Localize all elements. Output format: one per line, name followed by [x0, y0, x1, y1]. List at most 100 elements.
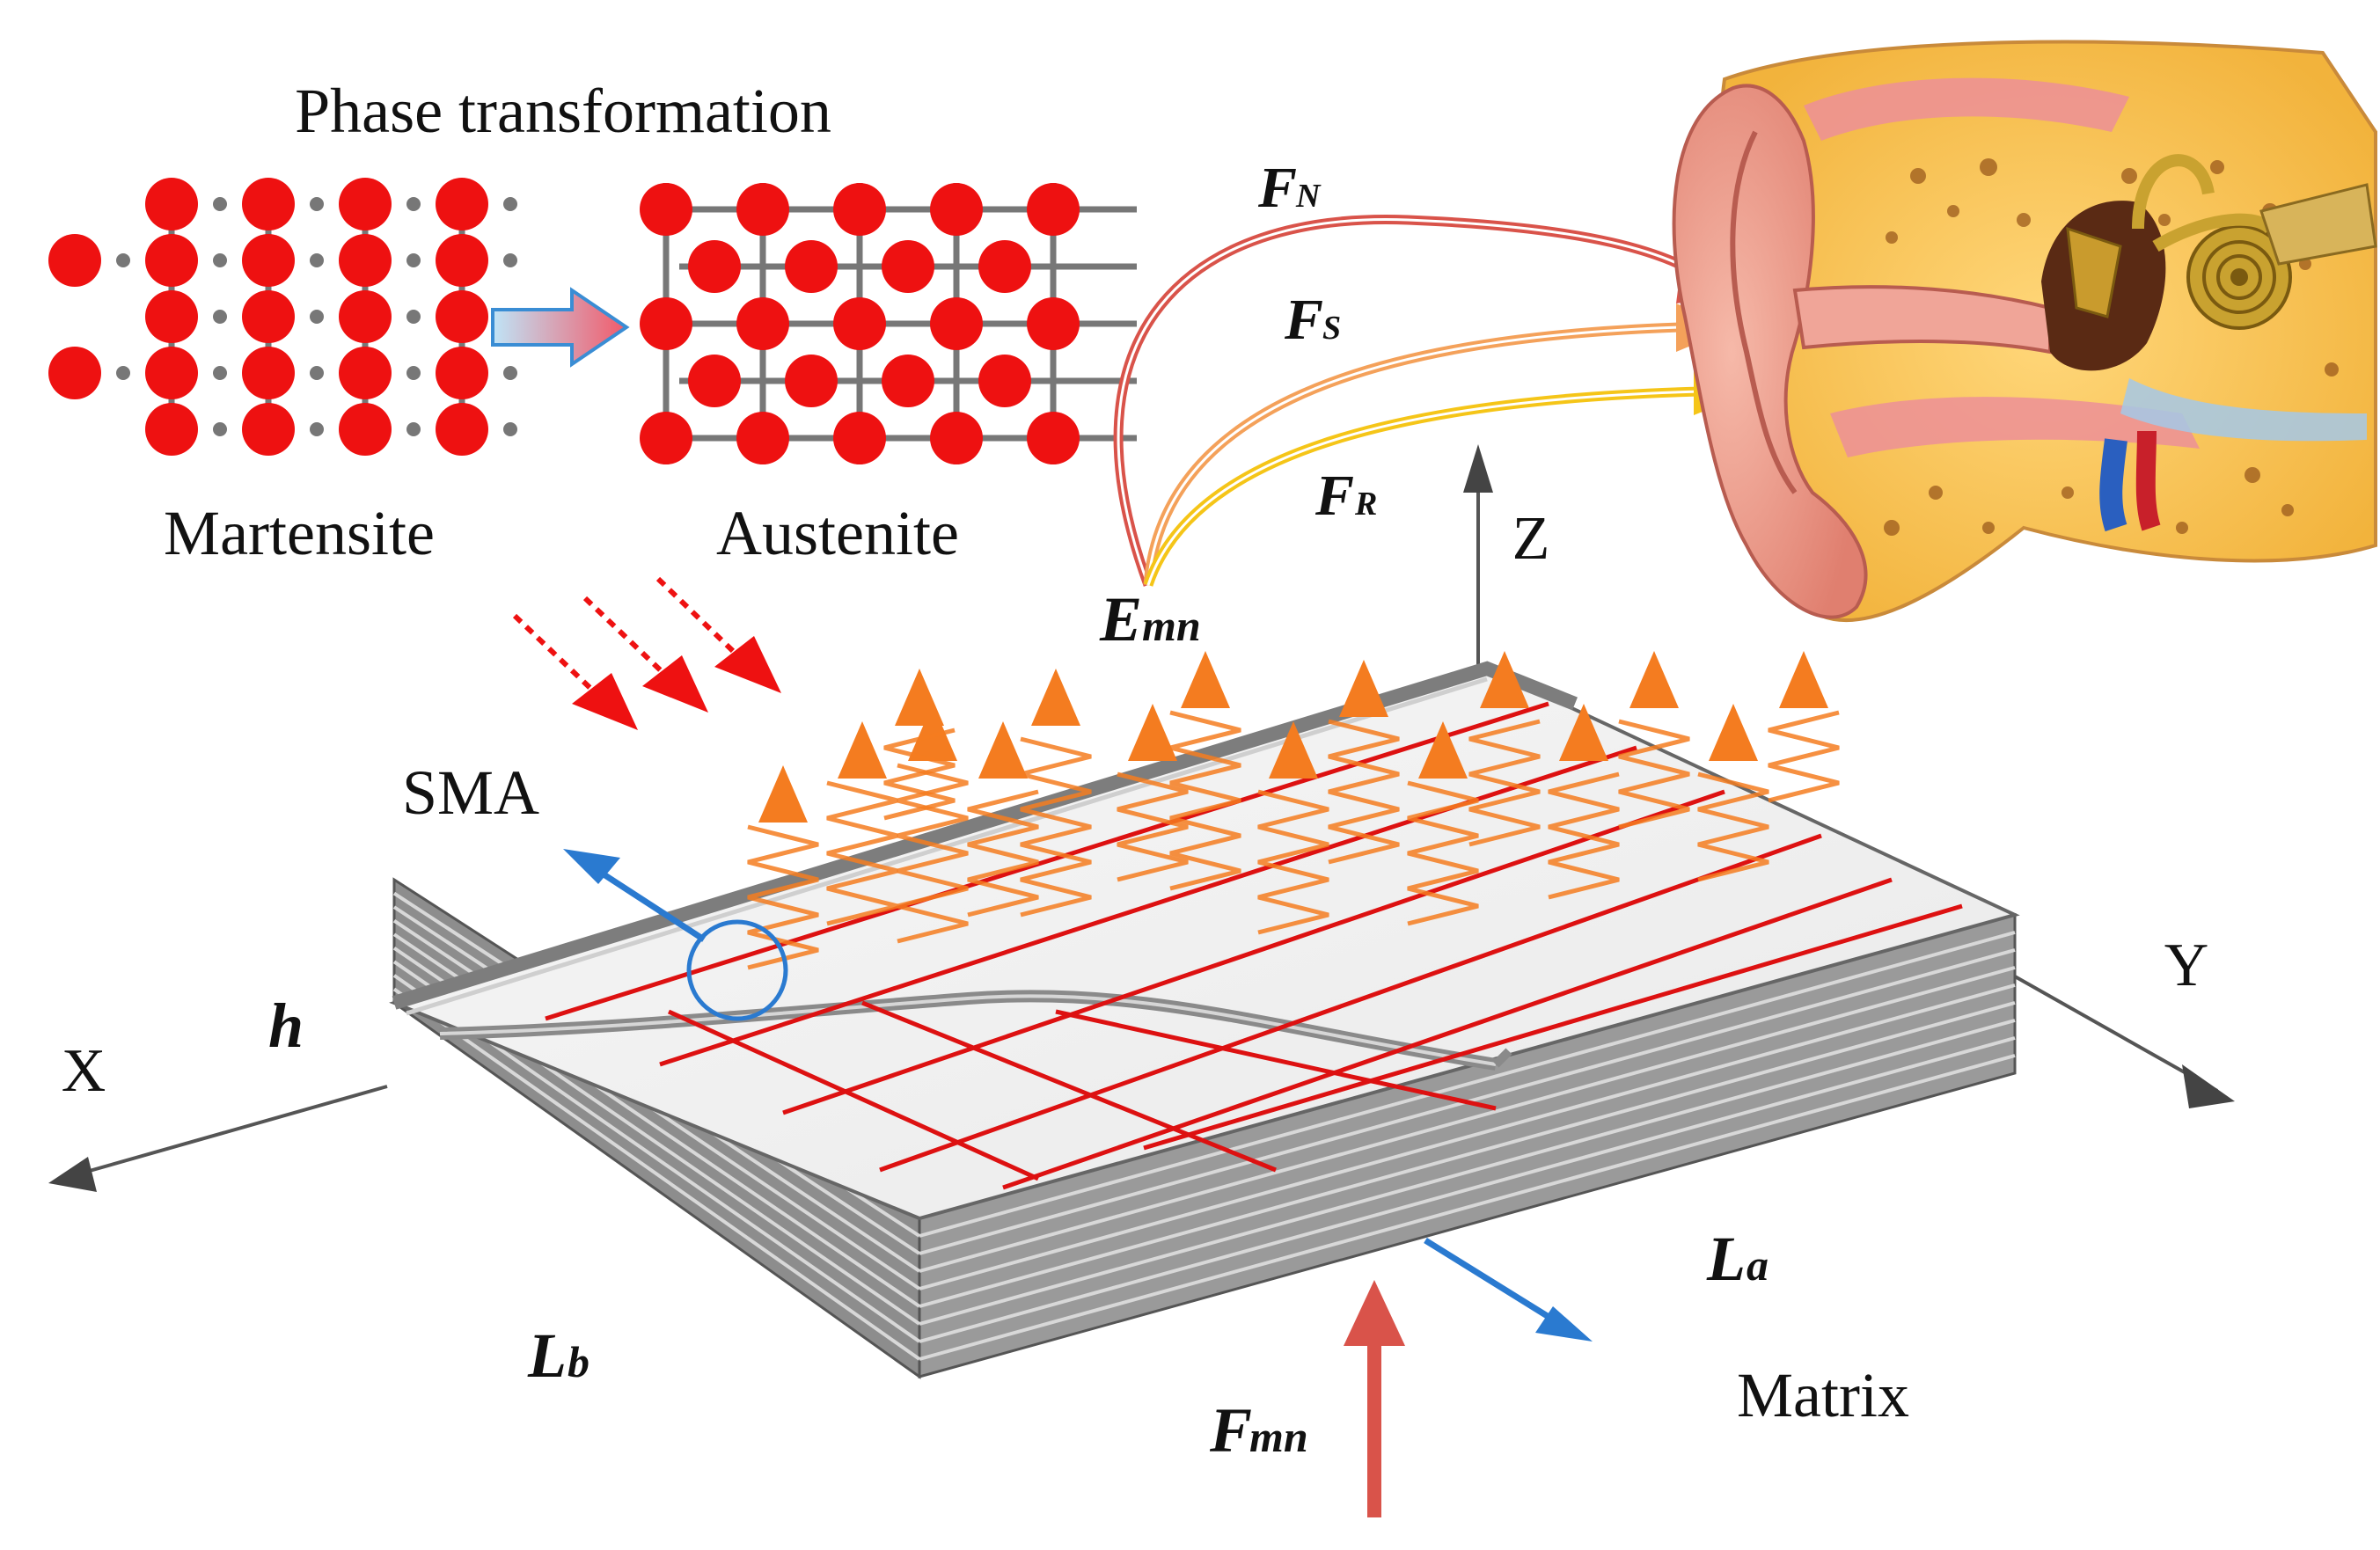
martensite-atom	[242, 178, 295, 230]
fr-symbol: F R	[1314, 464, 1377, 528]
martensite-node	[116, 366, 130, 380]
radiation-arrowhead	[1559, 704, 1608, 761]
martensite-node	[406, 310, 421, 324]
fs-main: F	[1284, 288, 1323, 352]
martensite-node	[310, 366, 324, 380]
martensite-node	[213, 366, 227, 380]
radiation-arrowhead	[895, 669, 944, 726]
martensite-atom	[436, 234, 488, 287]
sma-pointer-arrowhead	[563, 849, 620, 884]
radiation-wave	[1328, 719, 1400, 865]
sma-wire	[782, 789, 1725, 1115]
austenite-atom	[930, 297, 983, 350]
fmn-sub: mn	[1249, 1412, 1308, 1461]
martensite-atom	[48, 234, 101, 287]
austenite-atom	[736, 412, 789, 464]
radiation-arrowhead	[1629, 651, 1679, 708]
radiation-arrowhead	[1181, 651, 1230, 708]
heat-input-arrows	[512, 576, 781, 730]
martensite-atom	[339, 347, 392, 399]
radiation-wave	[1697, 771, 1769, 882]
emn-main: E	[1099, 584, 1142, 654]
sma-wire	[667, 1009, 1040, 1181]
matrix-label: Matrix	[1737, 1360, 1909, 1430]
martensite-node	[310, 310, 324, 324]
plate-layer-line	[919, 1001, 2016, 1308]
cochlea-icon	[2186, 224, 2292, 330]
martensite-node	[406, 253, 421, 267]
plate-layer-line	[919, 931, 2016, 1238]
martensite-node	[310, 197, 324, 211]
input-force-arrowhead	[1344, 1280, 1405, 1346]
plate-layer-line	[919, 1019, 2016, 1326]
radiation-arrowhead	[1339, 660, 1388, 717]
emn-sub: mn	[1142, 601, 1201, 650]
radiation-wave	[1257, 789, 1329, 935]
austenite-atom	[640, 412, 692, 464]
axis-z-label: Z	[1512, 505, 1550, 573]
martensite-node	[503, 366, 517, 380]
matrix-pointer-arrowhead	[1535, 1306, 1593, 1342]
austenite-atom	[688, 355, 741, 407]
martensite-node	[213, 197, 227, 211]
radiation-wave	[1117, 771, 1189, 882]
austenite-atom	[688, 240, 741, 293]
radiation-arrowhead	[1709, 704, 1758, 761]
martensite-node	[503, 197, 517, 211]
martensite-atom	[339, 290, 392, 343]
radiation-wave	[826, 780, 898, 926]
austenite-atom	[833, 183, 886, 236]
force-curves	[1113, 215, 1753, 587]
martensite-atom	[145, 234, 198, 287]
plate-layer-line	[919, 966, 2016, 1273]
sma-highlight-circle	[686, 919, 788, 1021]
martensite-atom	[436, 403, 488, 456]
sma-pointer-line	[597, 868, 706, 942]
lb-sub: b	[568, 1337, 590, 1386]
martensite-lattice	[48, 178, 517, 456]
thickness-h-label: h	[268, 991, 304, 1061]
austenite-atom	[833, 412, 886, 464]
radiation-wave	[1020, 736, 1092, 918]
austenite-atom	[736, 297, 789, 350]
martensite-atom	[339, 178, 392, 230]
radiation-wave	[1618, 719, 1690, 830]
radiation-arrowhead	[1031, 669, 1080, 726]
martensite-atom	[242, 403, 295, 456]
radiation-arrowhead	[978, 721, 1028, 779]
radiation-wave	[883, 727, 956, 821]
radiation-wave	[1169, 710, 1241, 891]
sma-wire	[545, 701, 1549, 1021]
martensite-atom	[48, 347, 101, 399]
martensite-atom	[145, 290, 198, 343]
axis-y-label: Y	[2164, 932, 2209, 999]
martensite-node	[406, 197, 421, 211]
austenite-atom	[1027, 412, 1080, 464]
austenite-atom	[978, 240, 1031, 293]
axis-x-label: X	[62, 1037, 106, 1105]
plate-layer-line	[919, 1036, 2016, 1343]
radiation-arrowhead	[1128, 704, 1177, 761]
sma-wire	[879, 833, 1822, 1173]
austenite-atom	[1027, 183, 1080, 236]
austenite-atom	[833, 297, 886, 350]
martensite-node	[116, 253, 130, 267]
austenite-label: Austenite	[716, 498, 959, 568]
fn-main: F	[1257, 156, 1297, 220]
austenite-atom	[930, 412, 983, 464]
la-symbol: L a	[1706, 1224, 1769, 1294]
emn-symbol: E mn	[1099, 584, 1201, 654]
martensite-atom	[145, 347, 198, 399]
martensite-atom	[242, 290, 295, 343]
radiation-arrowhead	[1779, 651, 1828, 708]
martensite-atom	[436, 347, 488, 399]
lb-main: L	[527, 1320, 567, 1391]
matrix-pointer-line	[1424, 1238, 1555, 1322]
plate-layer-line	[392, 987, 921, 1361]
la-main: L	[1706, 1224, 1746, 1294]
martensite-node	[503, 422, 517, 436]
radiation-wave	[1548, 771, 1620, 900]
fs-sub: S	[1322, 310, 1341, 347]
fmn-symbol: F mn	[1209, 1395, 1308, 1466]
gradient-right-arrow-icon	[491, 287, 630, 368]
